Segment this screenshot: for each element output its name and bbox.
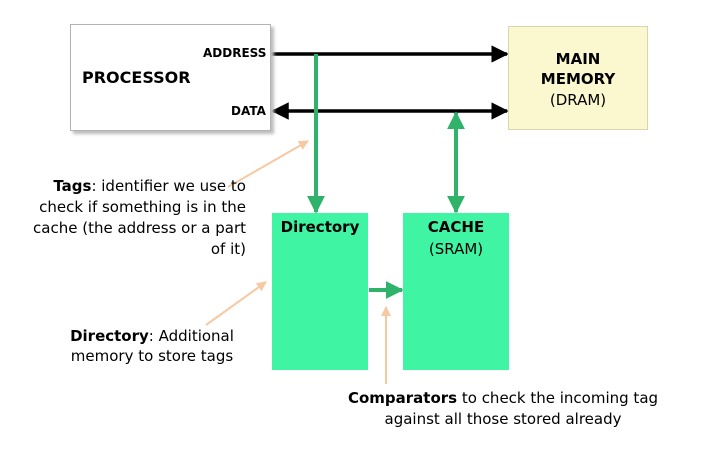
comparators-annotation: Comparators to check the incoming tag ag… (320, 388, 686, 430)
main-memory-title: MAIN MEMORY (540, 50, 616, 88)
directory-title: Directory (280, 218, 360, 236)
directory-box (272, 213, 368, 370)
main-memory-box (508, 26, 648, 130)
processor-box (70, 24, 271, 131)
directory-annotation: Directory: Additional memory to store ta… (52, 326, 252, 366)
processor-title: PROCESSOR (82, 68, 191, 87)
tags-description: : identifier we use to check if somethin… (33, 177, 246, 258)
directory-term: Directory (70, 327, 149, 345)
cache-title: CACHE (427, 218, 485, 236)
main-memory-subtitle: (DRAM) (549, 91, 607, 109)
comparators-term: Comparators (347, 389, 458, 407)
tags-pointer-arrow (227, 140, 309, 188)
tags-term: Tags (53, 177, 92, 195)
comparators-description: to check the incoming tag against all th… (384, 389, 659, 428)
directory-description: : Additional memory to store tags (70, 327, 234, 365)
directory-pointer-arrow (205, 281, 267, 326)
address-port-label: ADDRESS (203, 46, 267, 60)
cache-subtitle: (SRAM) (428, 240, 484, 258)
data-port-label: DATA (231, 104, 266, 118)
tags-annotation: Tags: identifier we use to check if some… (14, 176, 246, 260)
cache-box (403, 213, 509, 370)
